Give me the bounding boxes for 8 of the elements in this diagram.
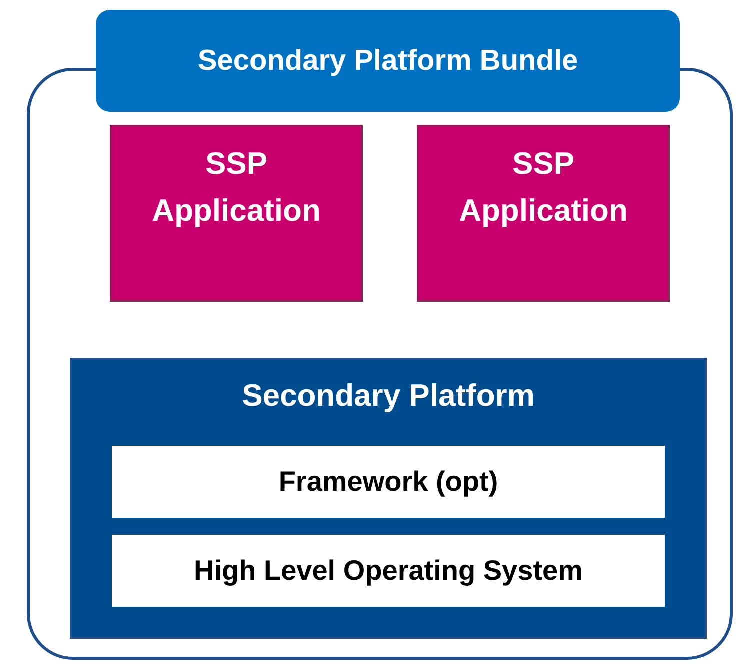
layer-box: Framework (opt) (112, 446, 665, 518)
platform-panel (70, 358, 707, 639)
application-box: SSP Application (110, 125, 363, 302)
layer-box: High Level Operating System (112, 535, 665, 607)
bundle-container (27, 10, 733, 660)
application-box: SSP Application (417, 125, 670, 302)
platform-title: Secondary Platform (241, 378, 536, 414)
bundle-title-tab: Secondary Platform Bundle (96, 10, 680, 112)
